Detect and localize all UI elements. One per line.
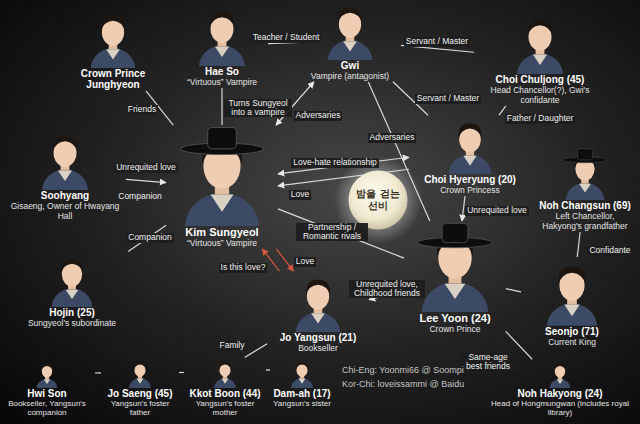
relation-label: Adversaries xyxy=(368,133,417,142)
character-card: SoohyangGisaeng, Owner of Hwayang Hall xyxy=(5,128,125,221)
relation-line xyxy=(276,249,293,271)
character-card: Seonjo (71)Current King xyxy=(522,258,622,347)
character-name: Kkot Boon (44) xyxy=(187,388,263,399)
character-note: Head Chancellor(?), Gwi's confidante xyxy=(477,85,603,105)
relation-label: Turns Sungyeol into a vampire xyxy=(224,99,292,118)
character-note: Yangsun's foster mother xyxy=(187,399,263,417)
character-name: Jo Saeng (45) xyxy=(104,388,176,399)
relation-label: Same-age best friends xyxy=(458,353,518,372)
relation-label: Friends xyxy=(126,105,158,114)
character-card: Dam-ah (17)Yangsun's sister xyxy=(271,358,333,408)
character-note: Head of Hongmungwan (includes royal libr… xyxy=(487,399,633,417)
credit-note: Kor-Chi: loveissammi @ Baidu xyxy=(342,380,464,390)
relation-label: Is this love? xyxy=(219,263,268,272)
character-card: Kkot Boon (44)Yangsun's foster mother xyxy=(185,358,265,417)
relation-label: Unrequited love xyxy=(465,206,529,215)
relation-label: Family xyxy=(217,341,246,350)
character-name: Hojin (25) xyxy=(14,307,130,318)
character-note: “Virtuous” Vampire xyxy=(179,77,265,87)
relation-line xyxy=(95,372,101,373)
relation-label: Servant / Master xyxy=(415,94,481,103)
relation-label: Love xyxy=(294,257,316,266)
character-note: Crown Prince xyxy=(407,324,503,334)
character-note: Crown Princess xyxy=(412,185,528,195)
character-note: Left Chancellor, Hakyong's grandfather xyxy=(535,211,635,231)
relation-line xyxy=(268,42,299,43)
relation-label: Love xyxy=(289,190,311,199)
character-name: Seonjo (71) xyxy=(524,326,620,337)
character-note: Vampire (antagonist) xyxy=(302,71,398,81)
relation-label: Unrequited love, Childhood friends xyxy=(349,280,425,299)
character-name: 밤을 걷는 선비 xyxy=(353,188,403,212)
relation-line xyxy=(245,344,268,358)
character-name: Choi Hyeryung (20) xyxy=(412,174,528,185)
character-note: Yangsun's sister xyxy=(273,399,331,408)
relation-line xyxy=(506,289,521,292)
character-name: Jo Yangsun (21) xyxy=(270,332,366,343)
character-name: Hae So xyxy=(179,66,265,77)
character-name: Lee Yoon (24) xyxy=(407,312,503,324)
relation-line xyxy=(266,369,270,370)
relation-label: Confidante xyxy=(587,246,632,255)
relation-label: Servant / Master xyxy=(404,37,470,46)
relation-label: Partnership / Romantic rivals xyxy=(296,223,368,242)
character-name: Soohyang xyxy=(7,190,123,201)
character-note: Bookseller, Yangsun's companion xyxy=(2,399,92,417)
character-card: Hae So“Virtuous” Vampire xyxy=(177,4,267,87)
character-note: Bookseller xyxy=(270,343,366,353)
character-note: Gisaeng, Owner of Hwayang Hall xyxy=(7,201,123,221)
character-note: Yangsun's foster father xyxy=(104,399,176,417)
relation-line xyxy=(221,88,222,125)
character-name: Noh Hakyong (24) xyxy=(487,388,633,399)
character-card: Crown Prince Junghyeon xyxy=(63,8,163,90)
relation-line xyxy=(179,372,184,373)
character-card: Noh Changsun (69)Left Chancellor, Hakyon… xyxy=(533,148,637,231)
character-card: Hwi SonBookseller, Yangsun's companion xyxy=(0,360,94,417)
character-note: Sungyeol's subordinate xyxy=(14,318,130,328)
relation-label: Unrequited love xyxy=(114,163,178,172)
character-name: Kim Sungyeol xyxy=(169,226,275,238)
relation-label: Companion xyxy=(126,233,173,242)
character-card: Jo Saeng (45)Yangsun's foster father xyxy=(102,358,178,417)
character-name: Hwi Son xyxy=(2,388,92,399)
character-name: Choi Chuljong (45) xyxy=(477,74,603,85)
character-card: Hojin (25)Sungyeol's subordinate xyxy=(12,252,132,328)
character-card: Lee Yoon (24)Crown Prince xyxy=(405,222,505,334)
portraits xyxy=(37,8,607,388)
relation-line xyxy=(126,179,166,182)
relation-label: Adversaries xyxy=(294,111,343,120)
character-name: Crown Prince Junghyeon xyxy=(65,68,161,90)
relation-label: Father / Daughter xyxy=(505,114,576,123)
credit-note: Chi-Eng: Yoonmi66 @ Soompi xyxy=(342,366,464,376)
relation-label: Companion xyxy=(118,192,161,201)
character-name: Dam-ah (17) xyxy=(273,388,331,399)
character-name: Gwi xyxy=(302,60,398,71)
character-name: Noh Changsun (69) xyxy=(535,200,635,211)
title-moon: 밤을 걷는 선비 xyxy=(348,170,408,230)
character-card: Choi Hyeryung (20)Crown Princess xyxy=(410,116,530,195)
character-note: Current King xyxy=(524,337,620,347)
relation-label: Love-hate relationship xyxy=(291,158,379,167)
character-card: Kim Sungyeol“Virtuous” Vampire xyxy=(167,126,277,248)
character-card: Choi Chuljong (45)Head Chancellor(?), Gw… xyxy=(475,12,605,105)
relation-label: Teacher / Student xyxy=(251,33,322,42)
relation-line xyxy=(577,232,580,257)
character-note: “Virtuous” Vampire xyxy=(169,238,275,248)
